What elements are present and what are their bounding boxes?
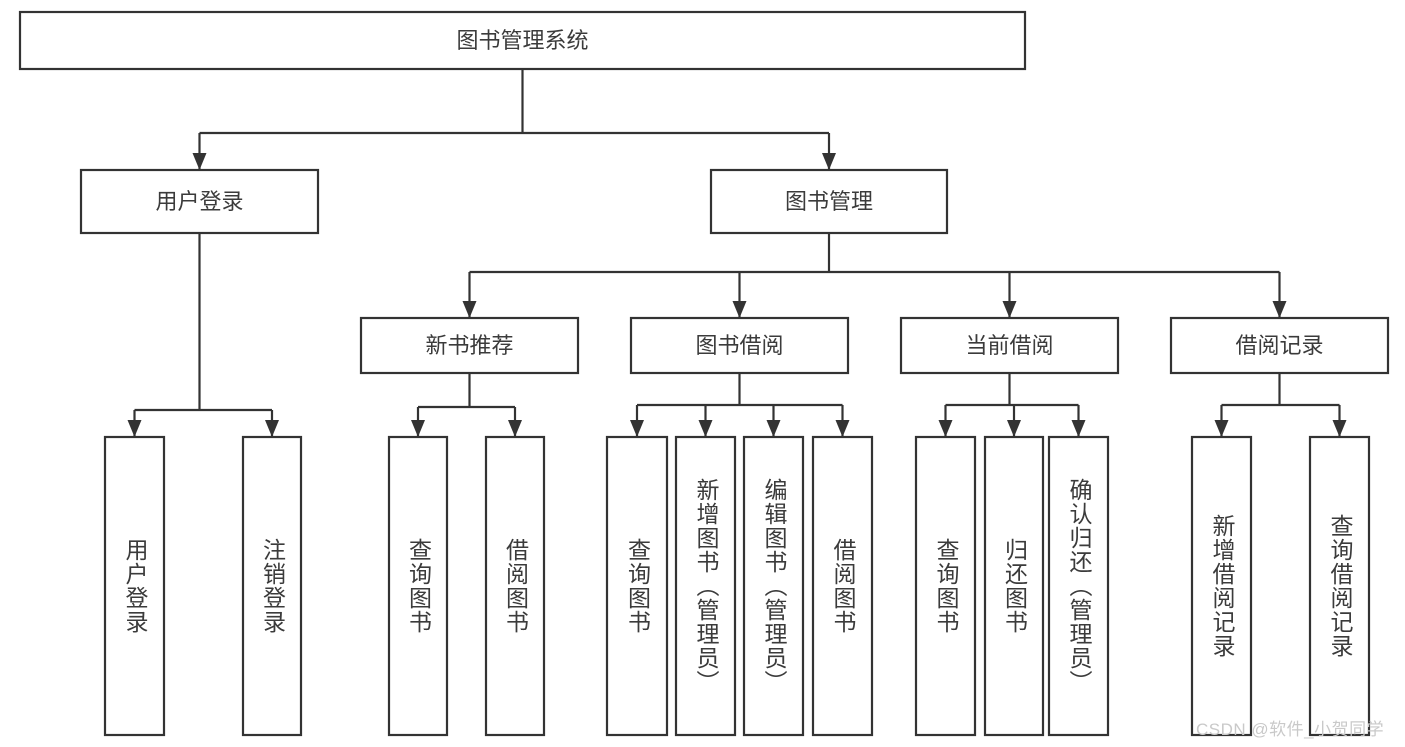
node-box-b4[interactable] (811, 435, 874, 737)
boxes-layer (18, 10, 1390, 737)
arrow-head-icon (732, 301, 747, 318)
arrow-head-icon (835, 420, 850, 437)
arrow-head-icon (1071, 420, 1086, 437)
node-box-root[interactable] (18, 10, 1027, 71)
node-box-c2[interactable] (983, 435, 1045, 737)
node-box-r2[interactable] (1308, 435, 1371, 737)
arrow-head-icon (411, 420, 425, 437)
edges-layer (127, 69, 1347, 437)
node-box-c1[interactable] (914, 435, 977, 737)
arrow-head-icon (508, 420, 522, 437)
node-box-b3[interactable] (742, 435, 805, 737)
arrow-head-icon (630, 420, 644, 437)
node-box-l1[interactable] (103, 435, 166, 737)
arrow-head-icon (1007, 420, 1021, 437)
node-box-n1[interactable] (387, 435, 449, 737)
arrow-head-icon (822, 153, 836, 170)
arrow-head-icon (1332, 420, 1347, 437)
node-box-record[interactable] (1169, 316, 1390, 375)
watermark-text: CSDN @软件_小贺同学 (1196, 720, 1385, 739)
node-box-c3[interactable] (1047, 435, 1110, 737)
arrow-head-icon (1002, 301, 1017, 318)
node-box-books[interactable] (709, 168, 949, 235)
node-box-b1[interactable] (605, 435, 669, 737)
arrow-head-icon (766, 420, 781, 437)
node-box-newrec[interactable] (359, 316, 580, 375)
node-box-l2[interactable] (241, 435, 303, 737)
arrow-head-icon (192, 153, 207, 170)
arrow-head-icon (1214, 420, 1229, 437)
arrow-head-icon (1272, 301, 1287, 318)
node-box-n2[interactable] (484, 435, 546, 737)
arrow-head-icon (265, 420, 279, 437)
node-box-borrow[interactable] (629, 316, 850, 375)
node-box-login[interactable] (79, 168, 320, 235)
node-box-current[interactable] (899, 316, 1120, 375)
arrow-head-icon (462, 301, 477, 318)
arrow-head-icon (938, 420, 953, 437)
node-box-r1[interactable] (1190, 435, 1253, 737)
node-box-b2[interactable] (674, 435, 737, 737)
arrow-head-icon (698, 420, 713, 437)
arrow-head-icon (127, 420, 142, 437)
